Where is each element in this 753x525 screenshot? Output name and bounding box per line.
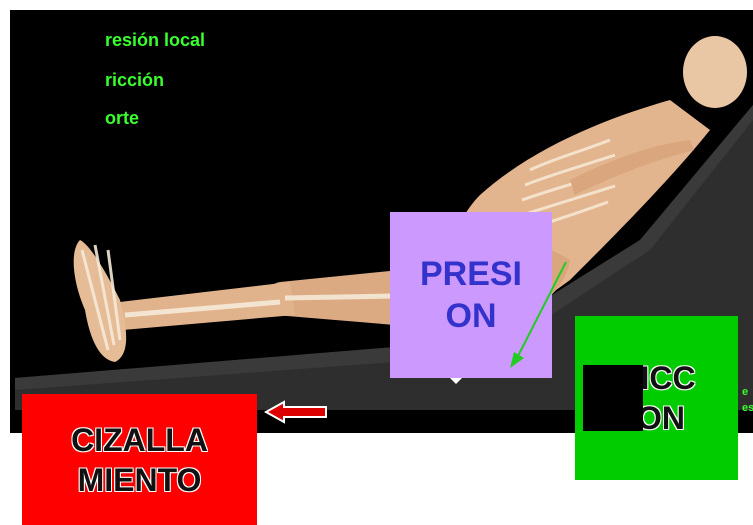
head [683,36,747,108]
cizallamiento-label-line-1: CIZALLA [71,421,208,458]
cizallamiento-label-box: CIZALLA MIENTO [22,394,257,525]
cizallamiento-label-line-2: MIENTO [77,461,202,498]
video-caption-shear: orte [105,108,140,128]
lower-leg [108,282,295,330]
presion-label-line-1: PRESI [419,254,523,293]
edge-caption-1: e [742,386,749,398]
video-caption-local-pressure: resión local [105,30,206,50]
edge-caption-2: es [742,402,753,414]
feet [73,240,127,362]
presion-label-box: PRESI ON [390,212,552,378]
black-occluder-block [583,365,643,431]
presion-label-line-2: ON [445,297,497,335]
mattress [15,105,753,410]
video-caption-friction: ricción [105,70,165,90]
